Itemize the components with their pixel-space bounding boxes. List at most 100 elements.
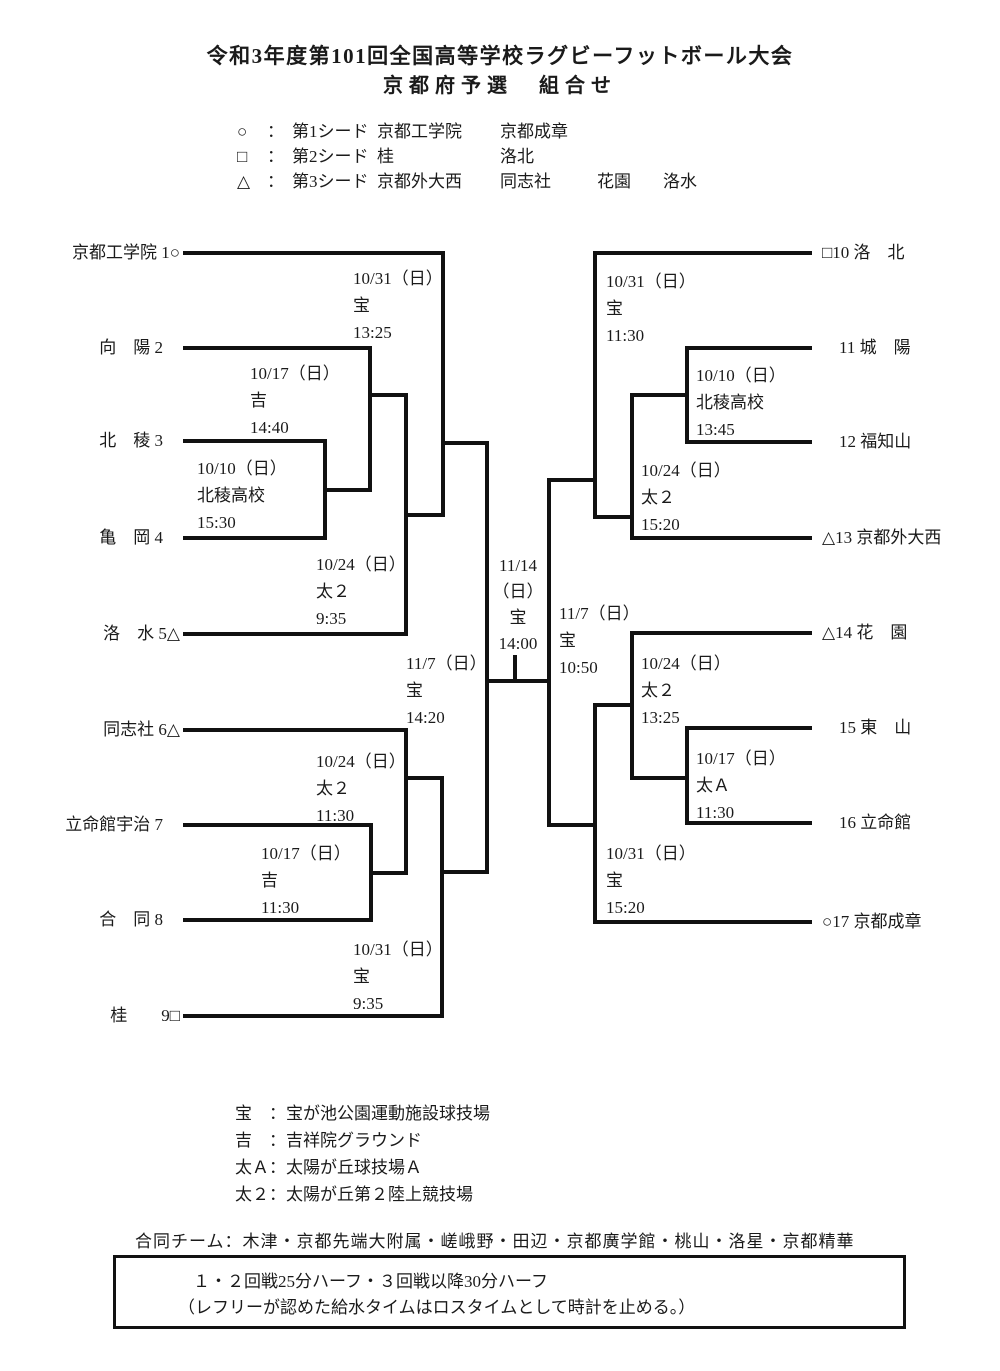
match-label-r1-left-bottom: 10/17（日） 吉 11:30 — [261, 840, 351, 921]
tournament-title: 令和3年度第101回全国高等学校ラグビーフットボール大会 — [206, 44, 794, 68]
seed-team-name: 桂 — [377, 147, 394, 166]
team-label-12: 12 福知山 — [822, 432, 912, 451]
match-venue: 太２ — [641, 488, 675, 507]
team-label-15: 15 東 山 — [822, 718, 912, 737]
seed-team-name: 同志社 — [500, 172, 551, 191]
seed-symbol: △ — [237, 172, 251, 191]
match-label-sf-left: 11/7（日） 宝 14:20 — [406, 650, 487, 731]
match-time: 10:50 — [559, 658, 598, 677]
match-label-qf-left-mid: 10/24（日） 太２ 9:35 — [316, 551, 406, 632]
match-venue: 宝 — [559, 631, 576, 650]
match-date: 10/17（日） — [261, 844, 351, 863]
seed-label: 第1シード — [292, 122, 369, 141]
team-label-2: 向 陽 2 — [99, 338, 180, 357]
team-label-17: ○17 京都成章 — [822, 912, 922, 931]
match-time: 15:30 — [197, 513, 236, 532]
match-venue: 北稜高校 — [696, 393, 764, 412]
match-venue: 太２ — [316, 582, 350, 601]
match-venue: 宝 — [406, 681, 423, 700]
venue-legend-row: 太２：太陽が丘第２陸上競技場 — [235, 1185, 473, 1204]
match-date: 11/7（日） — [406, 654, 487, 673]
match-time: 13:25 — [641, 708, 680, 727]
final-label-line: 宝 — [509, 608, 527, 627]
seed-label: 第3シード — [292, 172, 369, 191]
match-label-sf-right: 11/7（日） 宝 10:50 — [559, 600, 640, 681]
match-label-qf-left-bottom: 10/31（日） 宝 9:35 — [353, 936, 443, 1017]
match-date: 10/24（日） — [316, 752, 406, 771]
match-time: 13:45 — [696, 420, 735, 439]
match-time: 11:30 — [261, 898, 300, 917]
seed-colon: ： — [267, 147, 284, 166]
match-label-r1-right-top: 10/10（日） 北稜高校 13:45 — [696, 362, 786, 443]
match-label-r2-right-bottom: 10/24（日） 太２ 13:25 — [641, 650, 731, 731]
match-label-r1-right-bottom: 10/17（日） 太Ａ 11:30 — [696, 745, 786, 826]
seed-legend-row: △ ： 第3シード京都外大西 同志社 花園 洛水 — [237, 171, 757, 196]
match-date: 10/24（日） — [316, 555, 406, 574]
match-venue: 北稜高校 — [197, 486, 265, 505]
match-time: 11:30 — [316, 806, 355, 825]
team-label-13: △13 京都外大西 — [822, 528, 942, 547]
match-venue: 宝 — [353, 967, 370, 986]
seed-team-name: 洛水 — [663, 172, 697, 191]
seed-team-name: 京都成章 — [500, 122, 568, 141]
team-label-7: 立命館宇治 7 — [65, 815, 180, 834]
match-time: 11:30 — [696, 803, 735, 822]
match-label-r2-left-bottom: 10/24（日） 太２ 11:30 — [316, 748, 406, 829]
venue-legend-row: 吉 ：吉祥院グラウンド — [235, 1131, 422, 1150]
match-date: 11/7（日） — [559, 604, 640, 623]
seed-symbol: □ — [237, 147, 248, 166]
match-venue: 吉 — [261, 871, 278, 890]
match-time: 14:20 — [406, 708, 445, 727]
seed-team-name: 京都工学院 — [377, 122, 462, 141]
seed-team-name: 洛北 — [500, 147, 534, 166]
team-label-9: 桂 9□ — [110, 1006, 180, 1025]
match-time: 15:20 — [606, 898, 645, 917]
tournament-subtitle: 京都府予選 組合せ — [383, 75, 617, 97]
match-date: 10/24（日） — [641, 461, 731, 480]
match-label-qf-right-bottom: 10/31（日） 宝 15:20 — [606, 840, 696, 921]
match-date: 10/17（日） — [250, 364, 340, 383]
seed-team-name: 花園 — [597, 172, 631, 191]
rules-line-2: （レフリーが認めた給水タイムはロスタイムとして時計を止める。） — [178, 1298, 696, 1317]
team-label-10: □10 洛 北 — [822, 243, 905, 262]
match-date: 10/10（日） — [696, 366, 786, 385]
seed-symbol: ○ — [237, 122, 248, 141]
seed-legend-row: □ ： 第2シード桂 洛北 — [237, 146, 757, 171]
match-venue: 太２ — [641, 681, 675, 700]
match-date: 10/31（日） — [606, 272, 696, 291]
match-time: 13:25 — [353, 323, 392, 342]
match-date: 10/10（日） — [197, 459, 287, 478]
team-label-3: 北 稜 3 — [99, 431, 180, 450]
team-label-16: 16 立命館 — [822, 813, 912, 832]
seed-legend: ○：第1シード京都工学院京都成章□：第2シード桂洛北△：第3シード京都外大西同志… — [237, 121, 757, 201]
team-label-4: 亀 岡 4 — [99, 528, 180, 547]
match-date: 10/17（日） — [696, 749, 786, 768]
final-label-line: （日） — [492, 582, 544, 601]
match-label-r1-left-top: 10/10（日） 北稜高校 15:30 — [197, 455, 287, 536]
match-venue: 太２ — [316, 779, 350, 798]
seed-label: 第2シード — [292, 147, 369, 166]
match-venue: 宝 — [353, 296, 370, 315]
rules-box: １・２回戦25分ハーフ・３回戦以降30分ハーフ （レフリーが認めた給水タイムはロ… — [113, 1255, 906, 1329]
match-venue: 宝 — [606, 871, 623, 890]
seed-colon: ： — [267, 172, 284, 191]
seed-legend-row: ○：第1シード京都工学院京都成章 — [237, 121, 757, 146]
final-label-line: 11/14 — [498, 556, 538, 575]
match-time: 9:35 — [353, 994, 384, 1013]
match-date: 10/31（日） — [353, 940, 443, 959]
match-time: 11:30 — [606, 326, 645, 345]
rules-line-1: １・２回戦25分ハーフ・３回戦以降30分ハーフ — [193, 1272, 548, 1291]
match-time: 14:40 — [250, 418, 289, 437]
joint-team-note: 合同チーム：木津・京都先端大附属・嵯峨野・田辺・京都廣学館・桃山・洛星・京都精華 — [135, 1232, 855, 1251]
match-date: 10/24（日） — [641, 654, 731, 673]
match-date: 10/31（日） — [606, 844, 696, 863]
match-time: 9:35 — [316, 609, 347, 628]
seed-team-name: 京都外大西 — [377, 172, 462, 191]
match-venue: 太Ａ — [696, 776, 730, 795]
